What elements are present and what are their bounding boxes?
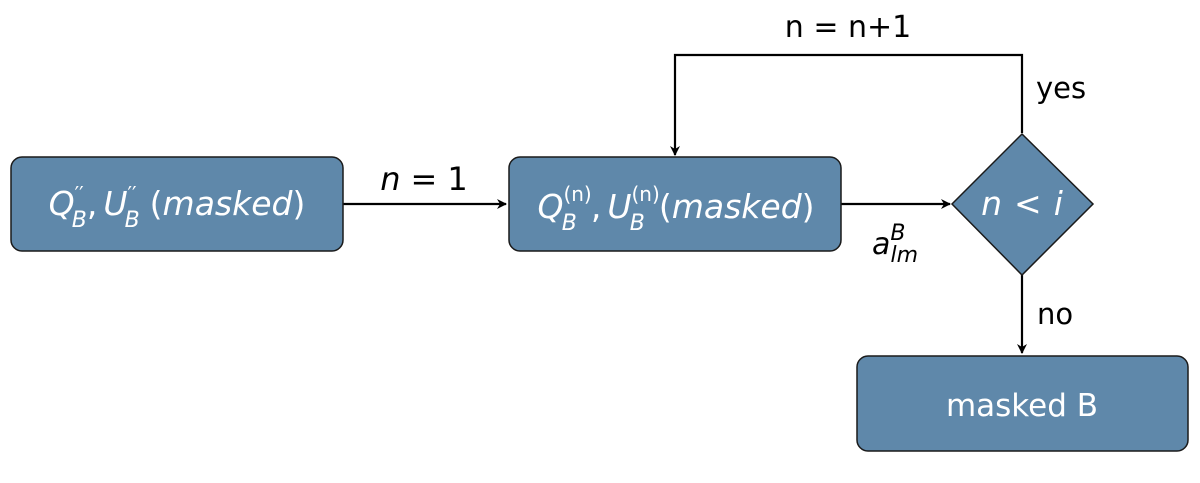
edge-yes-label: yes bbox=[1036, 71, 1086, 105]
node-decision: n<i bbox=[950, 132, 1095, 277]
node-start-label: Q′′B,U′′B(masked) bbox=[49, 182, 306, 233]
node-loop-label: Q(n)B,U(n)B(masked) bbox=[537, 182, 814, 236]
edge-yes-loopback bbox=[670, 53, 1024, 156]
node-loop: Q(n)B,U(n)B(masked) bbox=[508, 156, 842, 252]
node-start: Q′′B,U′′B(masked) bbox=[10, 156, 344, 252]
edge-increment-label: n = n+1 bbox=[785, 10, 911, 45]
node-end: masked B bbox=[856, 355, 1189, 452]
node-decision-label: n<i bbox=[981, 184, 1063, 223]
edge-init-label: n=1 bbox=[380, 160, 467, 198]
node-end-label: masked B bbox=[946, 388, 1098, 424]
edge-no-label: no bbox=[1037, 297, 1073, 331]
